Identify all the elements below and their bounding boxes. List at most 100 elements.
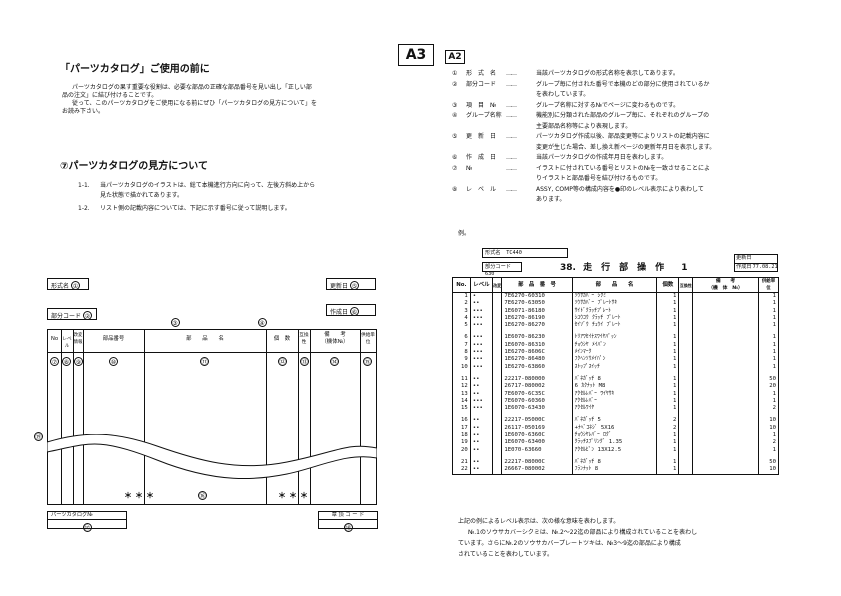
cell-no: 21 — [452, 458, 471, 467]
cell-compat — [678, 356, 694, 364]
stars-right: ＊＊＊ — [278, 491, 311, 500]
marker-14: ⑭ — [330, 357, 339, 366]
def-text: あります。 — [536, 196, 566, 203]
cell-supply-unit: 1 — [758, 334, 779, 342]
cell-qty: 1 — [656, 292, 680, 301]
th-supply-unit: 供給単位 — [758, 277, 779, 293]
cell-compat — [678, 363, 694, 371]
cell-no: 14 — [452, 397, 471, 406]
cell-supply-unit: 1 — [758, 341, 779, 350]
example-label: 例。 — [458, 230, 471, 237]
gap-cell — [656, 453, 680, 459]
marker-13: ⑬ — [300, 357, 309, 366]
cell-supply-unit: 1 — [758, 307, 779, 315]
marker-4: ④ — [257, 318, 267, 327]
def-term: 項 目 № — [466, 101, 497, 109]
definition-row: 主要部品名称等により表現します。 — [452, 123, 792, 134]
cell-change — [491, 397, 503, 406]
cell-qty: 1 — [656, 375, 680, 384]
cell-no: 2 — [452, 300, 471, 308]
cell-qty: 1 — [656, 307, 680, 315]
cell-level: ••• — [469, 356, 493, 364]
cell-no: 1 — [452, 292, 471, 301]
gap-cell — [491, 412, 503, 418]
cell-no: 15 — [452, 405, 471, 413]
th-level: レベル — [469, 277, 493, 293]
note-line: №.1のソウサカバーシクミは、№.2〜22迄の部品により構成されていることを表わ… — [468, 529, 698, 536]
cell-remarks — [692, 466, 760, 475]
cell-no: 8 — [452, 349, 471, 357]
cell-remarks — [692, 314, 760, 323]
table-gap-row — [452, 412, 779, 418]
col-divider — [73, 330, 74, 504]
cell-no: 7 — [452, 341, 471, 350]
cell-change — [491, 466, 503, 475]
chapter-code-box: 章 頂 コ ー ド ⑱ — [318, 511, 378, 532]
th-no: No. — [452, 277, 471, 293]
col-divider — [310, 330, 311, 504]
cell-no: 19 — [452, 439, 471, 447]
cell-qty: 1 — [656, 432, 680, 440]
gap-cell — [758, 412, 779, 418]
cell-level: • — [469, 292, 493, 301]
intro-paragraph: パーツカタログの果す重要な役割は、必要な部品の正確な部品番号を見い出し「正しい部… — [62, 84, 402, 116]
item-row: 見た状態で描かれてあります。 — [78, 192, 408, 200]
cell-compat — [678, 292, 694, 301]
cell-change — [491, 322, 503, 330]
cell-supply-unit: 2 — [758, 439, 779, 447]
cell-change — [491, 334, 503, 342]
def-text: を表わしています。 — [536, 91, 590, 98]
intro-line: 品の注文」に結び付けることです。 — [62, 92, 158, 99]
cell-no: 9 — [452, 356, 471, 364]
cell-qty: 1 — [656, 466, 680, 475]
table-gap-row — [452, 370, 779, 376]
model-label: 形式名 — [51, 283, 70, 290]
item-text: リスト側の記載内容については、下記に示す番号に従って説明します。 — [100, 205, 291, 212]
cell-part-name: ﾊﾞﾈｶﾞｯﾁ 5 — [571, 417, 658, 425]
gap-cell — [692, 329, 760, 335]
th-remarks: 備 考 （機 体 №） — [692, 277, 760, 293]
cell-part-number: 26717-080002 — [501, 383, 573, 391]
cell-level: •• — [469, 383, 493, 391]
cell-qty: 1 — [656, 439, 680, 447]
sample-parts-table: No. レベル 改変 部 品 番 号 部 品 名 個数 互換性 備 考 （機 体… — [452, 277, 779, 475]
cell-no: 3 — [452, 307, 471, 315]
marker-1: ① — [70, 281, 80, 290]
cell-part-number: 26117-050169 — [501, 424, 573, 433]
cell-change — [491, 432, 503, 440]
cell-qty: 1 — [656, 390, 680, 398]
cell-part-number: 1E6270-86480 — [501, 356, 573, 364]
cell-remarks — [692, 417, 760, 425]
sample-model-box: 形式名 TC440 — [482, 248, 568, 258]
col-divider — [144, 330, 145, 504]
cell-compat — [678, 375, 694, 384]
cell-change — [491, 390, 503, 398]
cell-supply-unit: 50 — [758, 375, 779, 384]
cell-part-number: 1E6070-86230 — [501, 334, 573, 342]
gap-cell — [758, 370, 779, 376]
def-term: レ ベ ル — [466, 185, 497, 193]
cell-part-name: ｽﾄｯﾌﾟｽｲｯﾁ — [571, 363, 658, 371]
cell-level: •• — [469, 417, 493, 425]
def-text: 当該パーツカタログの作成年月日を表わします。 — [536, 154, 668, 161]
cell-supply-unit: 1 — [758, 432, 779, 440]
cell-no: 18 — [452, 432, 471, 440]
def-text: ASSY, COMP等の構成内容を●印のレベル表示により表わして — [536, 185, 704, 193]
cell-compat — [678, 466, 694, 475]
sample-date-box: 更新日 作成日77.08.21 — [734, 254, 778, 272]
cell-level: •• — [469, 466, 493, 475]
cell-part-name: +ﾅﾍﾞｺﾈｼﾞ 5X16 — [571, 424, 658, 433]
sample-created-label: 作成日 — [736, 264, 752, 270]
created-label: 作成日 — [330, 309, 349, 316]
intro-line: 従って、このパーツカタログをご使用になる前にぜひ「パーツカタログの見方について」… — [72, 100, 317, 107]
